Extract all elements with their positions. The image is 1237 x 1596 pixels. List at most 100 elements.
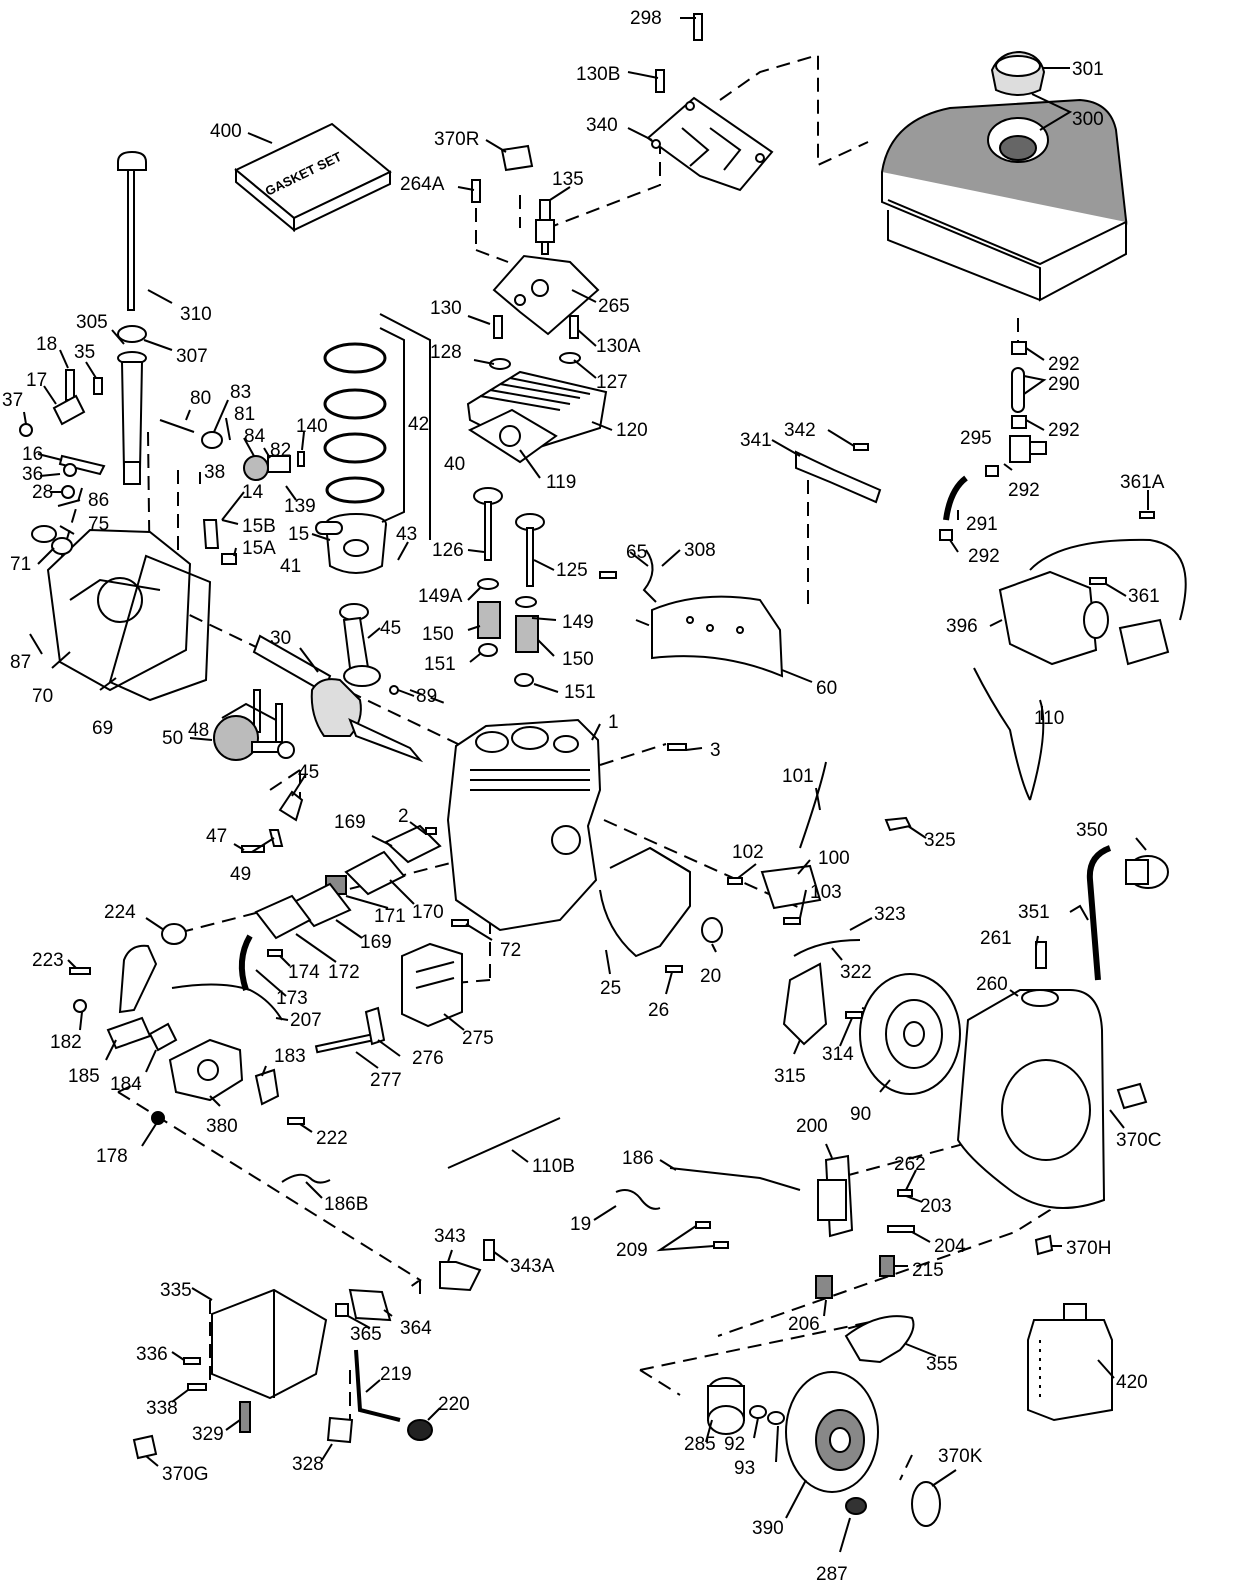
starter-motor-396 (998, 538, 1187, 666)
bolt-3 (667, 743, 687, 751)
switch-364 (348, 1288, 392, 1322)
o-ring-370K (911, 1481, 941, 1527)
fuel-cap (990, 50, 1046, 96)
label-60: 60 (816, 678, 837, 699)
governor-arm-15 (202, 519, 220, 549)
label-130B: 130B (576, 64, 620, 85)
ignition-module-100 (760, 761, 827, 910)
label-276: 276 (412, 1048, 444, 1069)
bolt-264A (471, 179, 481, 203)
spark-plug (535, 199, 555, 255)
label-48: 48 (188, 720, 209, 741)
label-15: 15 (288, 524, 309, 545)
label-305: 305 (76, 312, 108, 333)
label-262: 262 (894, 1154, 926, 1175)
spring-207 (171, 983, 283, 1021)
label-150a: 150 (422, 624, 454, 645)
label-49: 49 (230, 864, 251, 885)
label-170: 170 (412, 902, 444, 923)
clamp-292a (1011, 341, 1027, 355)
label-287: 287 (816, 1564, 848, 1585)
bolt-130A (569, 315, 579, 339)
label-222: 222 (316, 1128, 348, 1149)
label-308: 308 (684, 540, 716, 561)
label-260: 260 (976, 974, 1008, 995)
screw-343A (483, 1239, 495, 1261)
label-149A: 149A (418, 586, 463, 607)
decal-370H (1034, 1234, 1054, 1256)
pin-80 (159, 419, 195, 433)
spring-215 (879, 1255, 895, 1277)
label-265: 265 (598, 296, 630, 317)
label-20: 20 (700, 966, 721, 987)
piston (325, 513, 387, 574)
label-325: 325 (924, 830, 956, 851)
label-15A: 15A (242, 538, 276, 559)
label-380: 380 (206, 1116, 238, 1137)
label-335: 335 (160, 1280, 192, 1301)
label-351: 351 (1018, 902, 1050, 923)
intake-elbow-185 (106, 944, 158, 1050)
label-38: 38 (204, 462, 225, 483)
label-307: 307 (176, 346, 208, 367)
label-184: 184 (110, 1074, 142, 1095)
screw-209a (695, 1221, 711, 1229)
bracket-341 (795, 450, 882, 504)
governor-15A (221, 553, 237, 565)
valve-spring-right (514, 596, 539, 687)
label-209: 209 (616, 1240, 648, 1261)
label-26: 26 (648, 1000, 669, 1021)
label-93: 93 (734, 1458, 755, 1479)
label-36: 36 (22, 464, 43, 485)
label-223: 223 (32, 950, 64, 971)
label-130: 130 (430, 298, 462, 319)
label-290: 290 (1048, 374, 1080, 395)
label-370G: 370G (162, 1464, 208, 1485)
screw-72 (451, 919, 469, 927)
throttle-link-186 (669, 1167, 801, 1191)
label-135: 135 (552, 169, 584, 190)
label-264A: 264A (400, 174, 445, 195)
label-322: 322 (840, 962, 872, 983)
label-17: 17 (26, 370, 47, 391)
label-173: 173 (276, 988, 308, 1009)
fuel-hose-291 (943, 475, 968, 521)
label-50: 50 (162, 728, 183, 749)
label-69: 69 (92, 718, 113, 739)
bolt-26 (665, 965, 683, 973)
shut-off-valve-295 (1009, 435, 1047, 463)
label-315: 315 (774, 1066, 806, 1087)
label-103: 103 (810, 882, 842, 903)
starter-cup-285 (707, 1377, 745, 1435)
electric-starter-350 (1125, 855, 1169, 889)
screw-49 (268, 829, 284, 847)
bolt-223 (69, 967, 91, 975)
primer-bulb-220 (407, 1419, 433, 1441)
switch-206 (815, 1275, 833, 1299)
flywheel (859, 973, 961, 1095)
bolt-182 (73, 999, 87, 1013)
clamp-292c (985, 465, 999, 477)
label-127: 127 (596, 372, 628, 393)
control-bracket-200 (817, 1154, 854, 1238)
valve-126 (473, 487, 503, 561)
screw-336 (183, 1357, 201, 1365)
label-19: 19 (570, 1214, 591, 1235)
bolt-89 (389, 685, 399, 695)
label-350: 350 (1076, 820, 1108, 841)
label-204: 204 (934, 1236, 966, 1257)
screw-361 (1089, 577, 1107, 585)
seal-71 (31, 525, 57, 543)
screw-262 (897, 1189, 913, 1197)
label-261: 261 (980, 928, 1012, 949)
label-341: 341 (740, 430, 772, 451)
cylinder-cover-25 (599, 846, 691, 958)
label-150b: 150 (562, 649, 594, 670)
label-390: 390 (752, 1518, 784, 1539)
label-120: 120 (616, 420, 648, 441)
label-149: 149 (562, 612, 594, 633)
label-370C: 370C (1116, 1130, 1161, 1151)
label-3: 3 (710, 740, 721, 761)
governor-lever-16 (58, 454, 106, 477)
label-338: 338 (146, 1398, 178, 1419)
